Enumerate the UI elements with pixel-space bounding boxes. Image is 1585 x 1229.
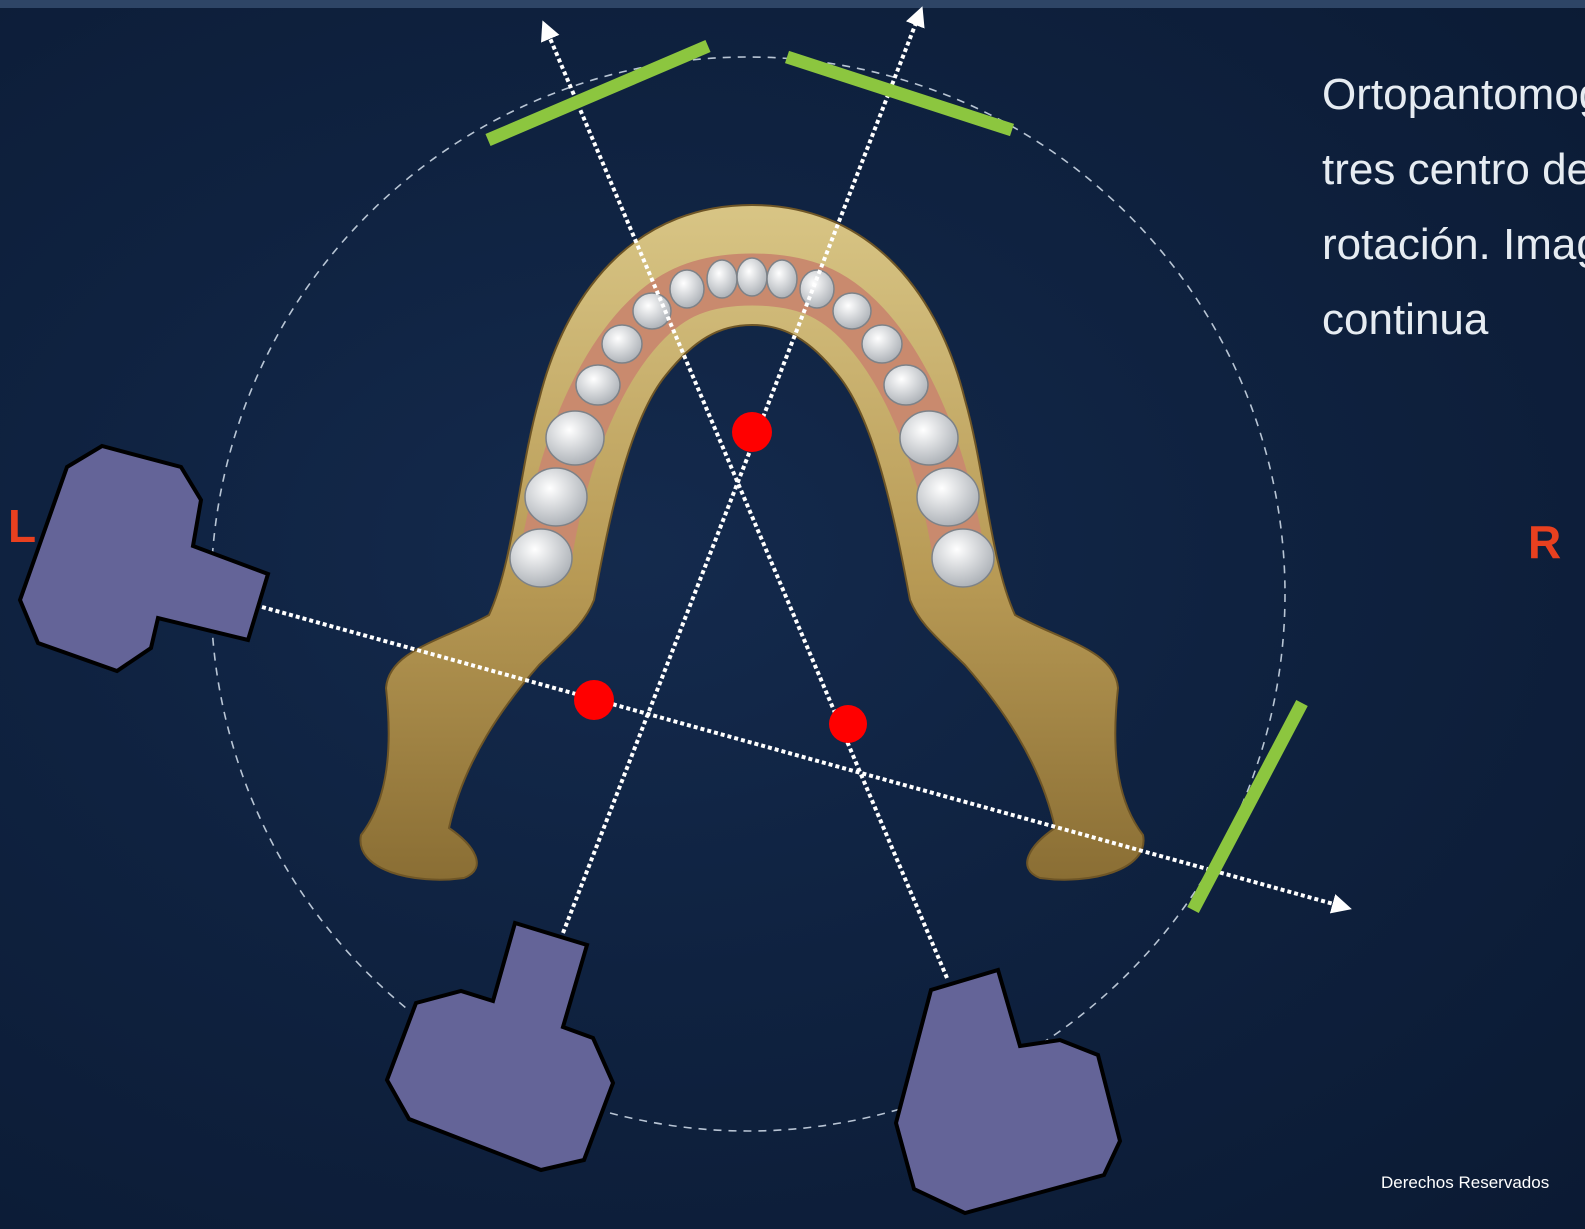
description-line: rotación. Imagen [1322, 212, 1585, 287]
rotation-center-dot-left [574, 680, 614, 720]
x-ray-tube-icon-bottom-left [387, 923, 613, 1170]
x-ray-tube-icon-bottom-right [896, 970, 1120, 1213]
detector-plate-upper-left [488, 46, 708, 140]
rotation-center-dot-right [829, 705, 867, 743]
mandible-illustration [360, 205, 1143, 880]
copyright-notice: Derechos Reservados [1381, 1173, 1585, 1193]
description-line: Ortopantomografía con [1322, 62, 1585, 137]
mandible-bone [360, 205, 1143, 880]
left-side-label: L [8, 503, 36, 549]
x-ray-tube-icon-left [20, 446, 268, 671]
rotation-center-dot-upper [732, 412, 772, 452]
description-line: tres centro de [1322, 137, 1585, 212]
description-line: continua [1322, 287, 1585, 362]
description-text: Ortopantomografía con tres centro de rot… [1322, 62, 1585, 362]
detector-plate-upper-right [787, 57, 1012, 130]
right-side-label: R [1528, 519, 1561, 565]
